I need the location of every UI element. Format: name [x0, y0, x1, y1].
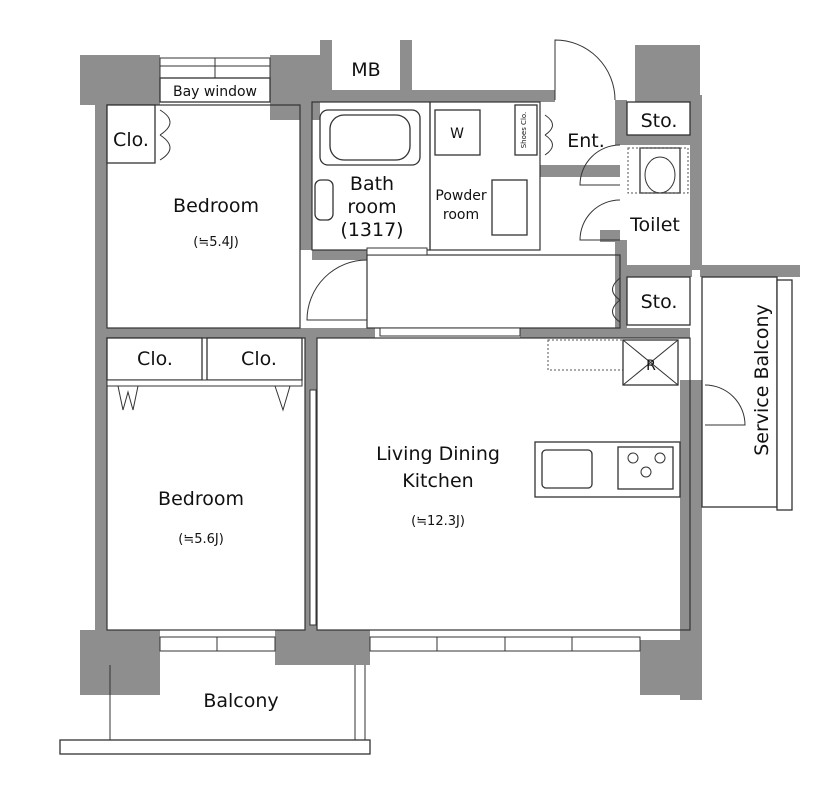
- bedroom2-size: (≒5.6J): [178, 532, 224, 547]
- bay-window: Bay window: [159, 57, 271, 103]
- bedroom1-size: (≒5.4J): [193, 235, 239, 250]
- bathroom-line2: room: [347, 196, 396, 218]
- powder-line1: Powder: [435, 188, 486, 204]
- storage-top-label: Sto.: [641, 110, 678, 132]
- bottom-windows: [159, 636, 641, 652]
- closet-right-label: Clo.: [241, 348, 277, 370]
- bedroom2-name: Bedroom: [158, 488, 244, 510]
- entrance-label: Ent.: [567, 130, 605, 152]
- kitchen-fixtures: [379, 327, 681, 498]
- closet-top-label: Clo.: [113, 129, 149, 151]
- bathroom-size: (1317): [340, 219, 403, 241]
- service-balcony: [701, 276, 793, 511]
- balcony-label: Balcony: [203, 690, 278, 712]
- toilet-fixture: [627, 147, 689, 194]
- refrigerator-label: R: [646, 358, 656, 374]
- mb-label: MB: [351, 59, 380, 81]
- bay-window-label: Bay window: [173, 84, 257, 100]
- shoes-closet-label: Shoes Clo.: [520, 112, 528, 149]
- washer-label: W: [450, 126, 464, 142]
- balcony: [59, 665, 371, 755]
- lower-closets: [106, 337, 303, 412]
- bedroom1-name: Bedroom: [173, 195, 259, 217]
- closet-left-label: Clo.: [137, 348, 173, 370]
- ldk-size: (≒12.3J): [411, 514, 465, 529]
- bathroom-fixtures: [314, 104, 538, 236]
- walls: [80, 40, 800, 700]
- entrance-door: [544, 39, 621, 241]
- bathroom-line1: Bath: [350, 173, 394, 195]
- powder-line2: room: [443, 207, 479, 223]
- ldk-line2: Kitchen: [402, 470, 473, 492]
- service-balcony-label: Service Balcony: [751, 304, 773, 456]
- toilet-label: Toilet: [629, 214, 680, 236]
- closet-top: Clo.: [106, 104, 171, 164]
- ldk-line1: Living Dining: [376, 443, 500, 465]
- storage-mid-label: Sto.: [641, 291, 678, 313]
